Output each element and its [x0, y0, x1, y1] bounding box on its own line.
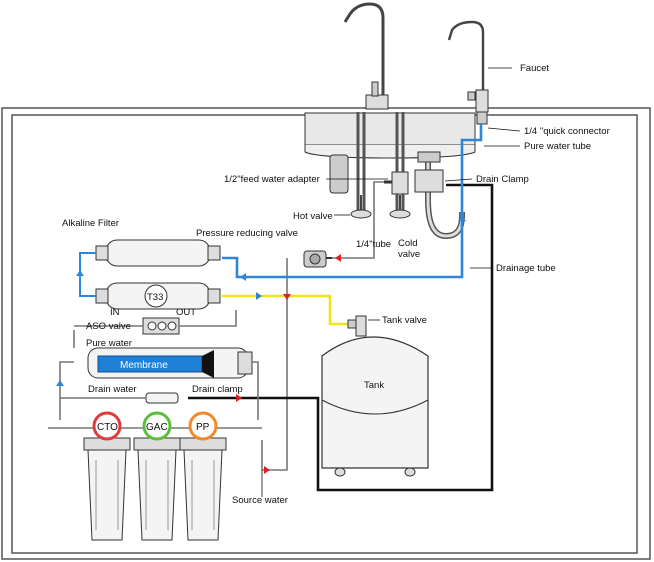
- label-cold-valve-line1: Cold: [398, 238, 418, 249]
- label-pp: PP: [196, 422, 210, 433]
- label-cold-valve-line2: valve: [398, 249, 420, 260]
- membrane-housing: [87, 347, 253, 379]
- label-source-water: Source water: [232, 495, 288, 506]
- drain-line: [188, 183, 494, 492]
- pressure-reducing-valve: [303, 250, 332, 268]
- tank-feed-line: [222, 294, 356, 326]
- label-drain-clamp-top: Drain Clamp: [476, 174, 529, 185]
- label-feed-water-adapter: 1/2"feed water adapter: [224, 174, 320, 185]
- drain-trap: [414, 151, 465, 240]
- feed-tube: [332, 181, 384, 259]
- flow-arrows: [56, 215, 466, 474]
- pressure-tank: [321, 315, 429, 477]
- label-tank-valve: Tank valve: [382, 315, 427, 326]
- housing-cto: [83, 437, 131, 541]
- label-gac: GAC: [146, 422, 168, 433]
- label-membrane: Membrane: [120, 360, 168, 371]
- label-drain-clamp: Drain clamp: [192, 384, 243, 395]
- label-quick-connector: 1/4 "quick connector: [524, 126, 610, 137]
- label-alkaline-filter: Alkaline Filter: [62, 218, 119, 229]
- label-drainage-tube: Drainage tube: [496, 263, 556, 274]
- pp-ring: [188, 411, 218, 441]
- alkaline-filter: [95, 239, 221, 267]
- ro-faucet: [447, 20, 489, 125]
- label-out: OUT: [176, 307, 196, 318]
- cold-valve-knob: [389, 195, 411, 219]
- pure-water-line: [222, 124, 483, 279]
- supply-pipes: [356, 112, 405, 215]
- housing-gac: [133, 437, 181, 541]
- label-quarter-tube: 1/4"tube: [356, 239, 391, 250]
- hot-valve-knob: [350, 195, 372, 219]
- label-pure-water-tube: Pure water tube: [524, 141, 591, 152]
- label-hot-valve: Hot valve: [293, 211, 333, 222]
- label-tank: Tank: [364, 380, 384, 391]
- membrane-right-pipe: [252, 361, 259, 420]
- feed-water-adapter: [384, 171, 409, 195]
- cto-ring: [92, 411, 122, 441]
- label-pure-water: Pure water: [86, 338, 132, 349]
- label-aso-valve: ASO valve: [86, 321, 131, 332]
- source-water-tube: [261, 258, 288, 471]
- leader-lines: [261, 67, 521, 497]
- label-in: IN: [110, 307, 120, 318]
- housing-pp: [179, 437, 227, 541]
- label-cto: CTO: [97, 422, 118, 433]
- kitchen-faucet: [343, 2, 389, 110]
- label-drain-water: Drain water: [88, 384, 137, 395]
- flow-restrictor: [145, 392, 179, 404]
- cabinet-outer-frame: [1, 107, 651, 560]
- aso-right-pipe: [179, 310, 237, 327]
- hot-water-cylinder: [329, 154, 349, 194]
- label-faucet: Faucet: [520, 63, 549, 74]
- label-pressure-reducing-valve: Pressure reducing valve: [196, 228, 298, 239]
- aso-valve: [142, 317, 180, 335]
- t33-filter: [95, 282, 221, 310]
- gac-ring: [142, 411, 172, 441]
- label-t33: T33: [147, 292, 163, 303]
- sink: [304, 112, 476, 159]
- membrane-left-pipe: [59, 361, 74, 420]
